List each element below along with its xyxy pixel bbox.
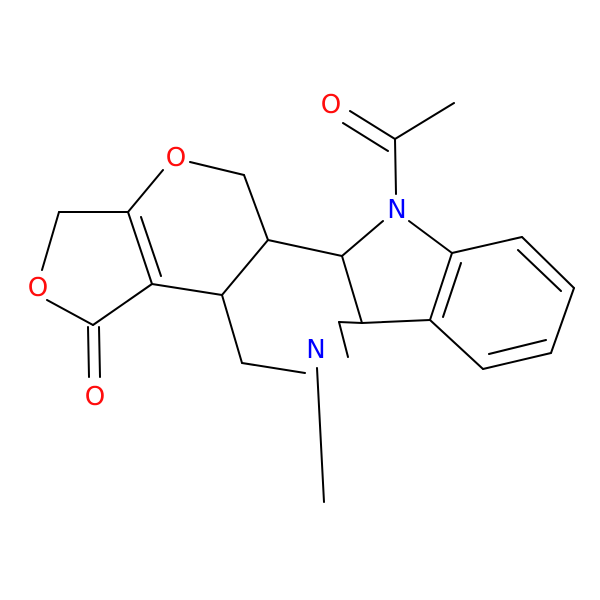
atom-label-oxygen: O <box>28 273 48 303</box>
bond <box>442 262 462 318</box>
bond <box>140 216 162 277</box>
bond <box>267 239 343 257</box>
bond <box>488 339 547 355</box>
bond <box>341 255 363 324</box>
bond <box>341 220 384 257</box>
bond <box>87 326 90 378</box>
bond <box>451 236 523 254</box>
bond <box>338 321 363 324</box>
bond-layer <box>41 102 575 503</box>
bond <box>221 239 269 296</box>
atom-label-nitrogen: N <box>387 195 406 225</box>
bond <box>338 321 349 358</box>
bond <box>408 220 453 254</box>
bond <box>521 236 575 289</box>
bond <box>243 174 269 241</box>
bond <box>189 161 245 176</box>
atom-label-nitrogen: N <box>306 335 325 365</box>
bond <box>221 294 243 364</box>
atom-label-layer: O O N O O N <box>28 90 407 412</box>
bond <box>46 299 94 326</box>
bond <box>482 352 552 370</box>
bond <box>550 287 575 354</box>
bond <box>41 211 60 271</box>
bond <box>342 122 389 152</box>
bond <box>98 326 101 378</box>
bond <box>241 362 306 374</box>
bond <box>394 138 397 195</box>
atom-label-oxygen: O <box>85 382 105 412</box>
bond <box>316 367 325 503</box>
atom-label-oxygen: O <box>321 90 341 120</box>
bond <box>92 283 153 326</box>
bond <box>151 283 223 296</box>
bond <box>127 211 153 285</box>
bond <box>127 169 164 213</box>
bond <box>361 319 431 324</box>
atom-label-oxygen: O <box>166 143 186 173</box>
bond <box>429 252 453 321</box>
bond <box>394 102 455 140</box>
bond <box>349 110 396 140</box>
bond <box>429 319 484 370</box>
bond <box>517 249 562 292</box>
